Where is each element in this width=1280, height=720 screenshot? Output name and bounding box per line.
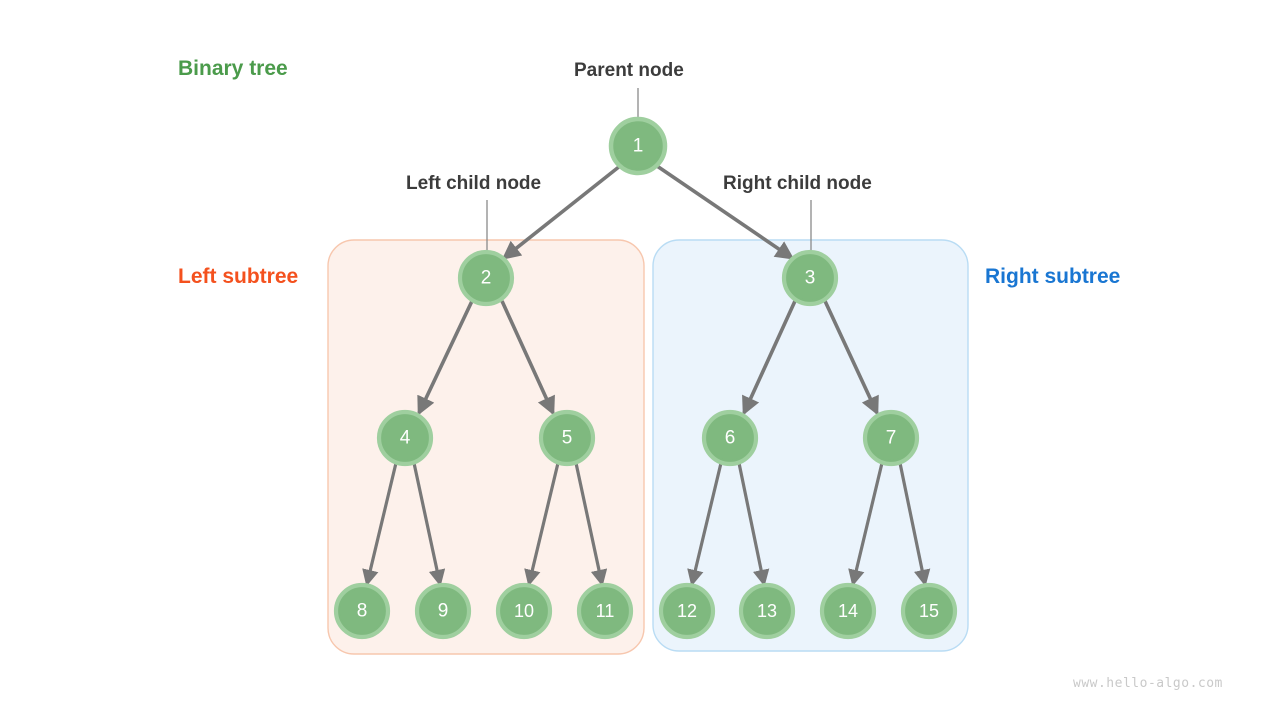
edge-3-7: [823, 300, 879, 416]
tree-node-2[interactable]: 2: [457, 249, 515, 307]
edge-7-15: [898, 462, 931, 587]
node-label: 12: [677, 601, 697, 621]
tree-node-7[interactable]: 7: [862, 409, 920, 467]
node-label: 13: [757, 601, 777, 621]
tree-node-11[interactable]: 11: [576, 582, 634, 640]
edge-6-12: [687, 462, 723, 587]
tree-node-8[interactable]: 8: [333, 582, 391, 640]
tree-node-9[interactable]: 9: [414, 582, 472, 640]
node-label: 5: [562, 428, 573, 449]
diagram-title: Binary tree: [178, 57, 288, 80]
node-label: 14: [838, 601, 858, 621]
node-label: 3: [805, 268, 816, 289]
left-child-node-label: Left child node: [406, 173, 542, 194]
subtree-regions: [327, 239, 969, 655]
edge-4-9: [412, 462, 446, 587]
edge-2-5: [500, 300, 555, 416]
node-label: 2: [481, 268, 492, 289]
edge-3-6: [742, 300, 797, 416]
node-label: 11: [596, 601, 615, 621]
annotation-leader-lines: [486, 88, 812, 253]
node-label: 4: [400, 428, 411, 449]
edge-1-3: [655, 164, 795, 260]
tree-node-1[interactable]: 1: [608, 116, 668, 176]
edge-6-13: [737, 462, 770, 587]
tree-node-14[interactable]: 14: [819, 582, 877, 640]
node-label: 7: [886, 428, 897, 449]
edge-7-14: [848, 462, 884, 587]
node-label: 1: [633, 136, 644, 157]
node-label: 9: [438, 601, 449, 622]
tree-node-6[interactable]: 6: [701, 409, 759, 467]
node-label: 10: [514, 601, 534, 621]
tree-node-15[interactable]: 15: [900, 582, 958, 640]
tree-node-10[interactable]: 10: [495, 582, 553, 640]
right-subtree-label: Right subtree: [985, 265, 1121, 288]
tree-edges: [417, 164, 879, 416]
tree-node-13[interactable]: 13: [738, 582, 796, 640]
tree-edges-leaves: [362, 462, 931, 587]
node-label: 15: [919, 601, 939, 621]
edge-4-8: [362, 462, 398, 587]
tree-node-3[interactable]: 3: [781, 249, 839, 307]
tree-nodes: 1 2 3 4 5 6 7: [333, 116, 958, 640]
edge-5-11: [574, 462, 608, 587]
tree-node-5[interactable]: 5: [538, 409, 596, 467]
left-subtree-label: Left subtree: [178, 265, 299, 288]
tree-node-4[interactable]: 4: [376, 409, 434, 467]
node-label: 8: [357, 601, 368, 622]
left-subtree-region: [327, 239, 645, 655]
node-label: 6: [725, 428, 736, 449]
edge-1-2: [501, 164, 622, 260]
parent-node-label: Parent node: [574, 60, 684, 81]
watermark: www.hello-algo.com: [1073, 676, 1223, 691]
right-child-node-label: Right child node: [723, 173, 872, 194]
edge-5-10: [524, 462, 560, 587]
tree-node-12[interactable]: 12: [658, 582, 716, 640]
edge-2-4: [417, 300, 474, 416]
